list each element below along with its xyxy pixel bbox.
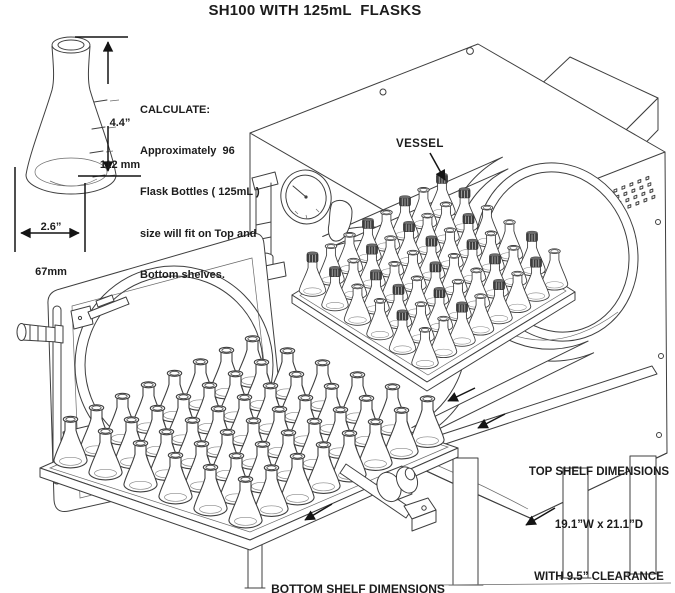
flask-width-label: 2.6” 67mm	[35, 221, 67, 278]
erlenmeyer-flask-icon	[25, 36, 120, 195]
door-handle-icon	[16, 323, 64, 344]
slide-direction-arrows	[304, 387, 556, 526]
graduation-marks	[89, 99, 120, 178]
calculate-heading: CALCULATE:	[140, 103, 211, 116]
door-latch-top	[70, 294, 130, 330]
calculate-note: CALCULATE: Approximately 96 Flask Bottle…	[140, 103, 260, 282]
vessel-label: VESSEL	[396, 138, 444, 150]
flask-height-label: 4.4” 112 mm	[99, 117, 141, 171]
top-shelf-dimensions-label: TOP SHELF DIMENSIONS 19.1”W x 21.1”D WIT…	[528, 466, 670, 583]
screw-holes	[379, 47, 664, 438]
latch-slot	[327, 199, 353, 242]
bottom-shelf-dimensions-label: BOTTOM SHELF DIMENSIONS 14.8”W x 21.1” D	[271, 582, 445, 593]
width-dimension	[14, 167, 86, 252]
vessel-pointer-arrow	[429, 152, 446, 181]
height-dimension	[75, 36, 141, 177]
diagram-title: SH100 WITH 125mL FLASKS	[208, 2, 422, 19]
pressure-gauge-icon	[280, 169, 332, 225]
shelf-support-arm	[339, 463, 437, 532]
caster-roller-icon	[376, 465, 419, 503]
